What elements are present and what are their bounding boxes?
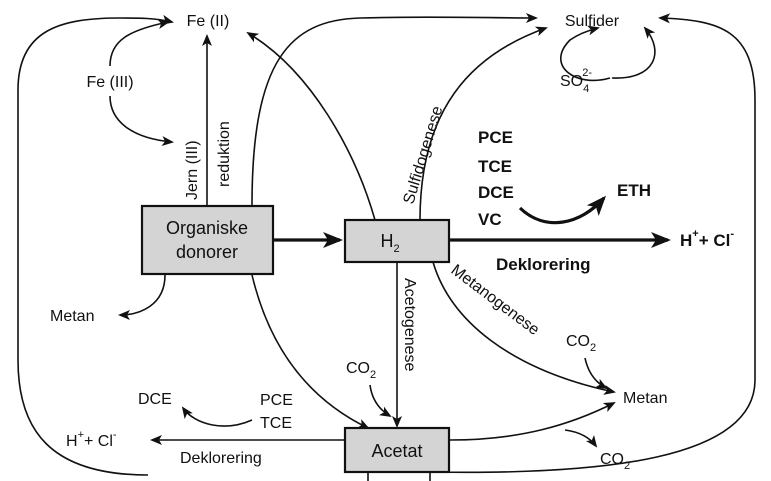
box-h2 (343, 218, 451, 264)
arrow-so4-sulfider-2 (611, 26, 656, 79)
deklorering-small-label: Deklorering (180, 450, 262, 467)
h2-label: H2 (380, 231, 399, 255)
arrow-organiske-acetat (251, 274, 370, 429)
arrow-vc-eth (518, 195, 606, 225)
box-organiske-donorer (140, 204, 275, 276)
co2-a-label: CO2 (346, 360, 376, 381)
loop-h2-sulfider-top (251, 12, 538, 206)
dce-bold-label: DCE (478, 183, 514, 202)
jern-label: Jern (III) (184, 140, 201, 200)
organiske-label-2: donorer (176, 242, 238, 262)
dce-small-label: DCE (138, 391, 172, 408)
outer-loop-right (429, 13, 756, 474)
eth-label: ETH (617, 181, 651, 200)
tce-bold-label: TCE (478, 157, 512, 176)
arrow-h2-sulfider (419, 26, 548, 221)
metan-left-label: Metan (50, 308, 94, 325)
arrow-co2-acetogenese (369, 384, 392, 418)
organiske-label-1: Organiske (166, 218, 248, 238)
arrow-co2-metan (584, 357, 608, 389)
reduktion-label: reduktion (216, 121, 233, 187)
fe2-label: Fe (II) (187, 13, 230, 30)
vc-bold-label: VC (478, 210, 502, 229)
outer-loop-left (17, 14, 174, 476)
arrow-h2-fe2 (246, 31, 376, 221)
co2-c-label: CO2 (600, 451, 630, 472)
arrow-organiske-metan (118, 274, 166, 320)
pce-bold-label: PCE (478, 128, 513, 147)
acetat-label: Acetat (371, 441, 422, 461)
arrow-acetat-metan (449, 402, 616, 441)
so4-label: SO42- (560, 67, 592, 95)
tce-small-label: TCE (260, 415, 292, 432)
fe3-label: Fe (III) (86, 74, 133, 91)
pce-small-label: PCE (260, 392, 293, 409)
box-acetat (343, 426, 451, 474)
arrow-h2-metan (432, 261, 616, 395)
arrow-pce-dce (181, 406, 253, 427)
hcl-bold-label: H++ Cl- (680, 228, 734, 250)
acetogenese-label: Acetogenese (401, 278, 418, 372)
co2-b-label: CO2 (566, 333, 596, 354)
sulfidogenese-label: Sulfidogenese (401, 104, 447, 206)
sulfider-label: Sulfider (565, 13, 620, 30)
deklorering-bold-label: Deklorering (496, 255, 590, 274)
arrow-fe3-jern (109, 95, 174, 147)
arrow-fe3-fe2 (109, 19, 170, 67)
arrow-acetat-co2 (564, 429, 598, 448)
hcl-small-label: H++ Cl- (66, 429, 117, 450)
arrow-so4-sulfider (560, 25, 611, 82)
metan-right-label: Metan (623, 390, 667, 407)
